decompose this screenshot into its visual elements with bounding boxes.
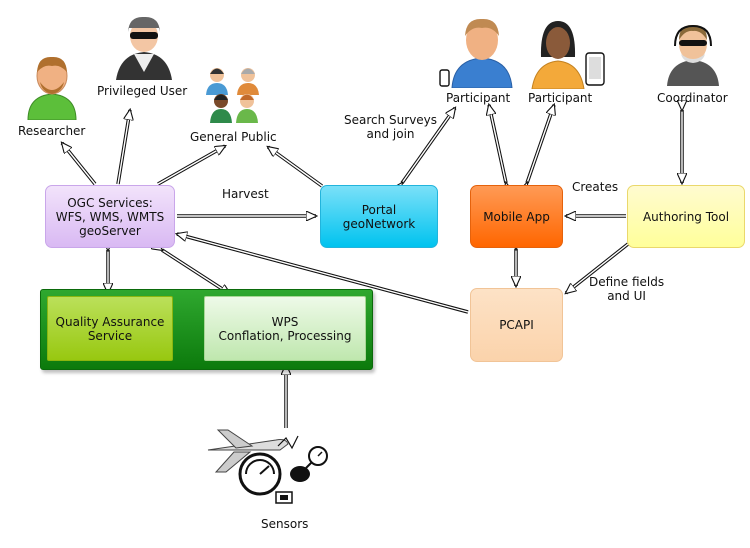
search-join-label: Search Surveys and join [344, 113, 437, 141]
participant-phone-icon [439, 18, 513, 88]
mobile-app-box[interactable]: Mobile App [470, 185, 563, 248]
define-fields-line-2: and UI [607, 289, 646, 303]
ogc-services-box[interactable]: OGC Services: WFS, WMS, WMTS geoServer [45, 185, 175, 248]
coordinator-icon [667, 24, 719, 86]
privileged-user-label: Privileged User [97, 84, 188, 98]
ogc-line-2: WFS, WMS, WMTS [55, 209, 165, 224]
define-fields-label: Define fields and UI [589, 275, 664, 303]
qa-line-2: Service [87, 328, 133, 343]
participant-1-label: Participant [446, 91, 511, 105]
researcher-icon [27, 56, 77, 120]
define-fields-line-1: Define fields [589, 275, 665, 289]
portal-box[interactable]: Portal geoNetwork [320, 185, 438, 248]
quality-assurance-box[interactable]: Quality Assurance Service [47, 296, 173, 361]
creates-label: Creates [572, 180, 619, 194]
wps-line-2: Conflation, Processing [218, 328, 352, 343]
wps-line-1: WPS [271, 314, 299, 329]
wps-box[interactable]: WPS Conflation, Processing [204, 296, 366, 361]
authoring-tool-box[interactable]: Authoring Tool [627, 185, 745, 248]
search-join-line-2: and join [366, 127, 415, 141]
pcapi-label: PCAPI [499, 318, 534, 332]
search-join-line-1: Search Surveys [344, 113, 438, 127]
privileged-user-icon [116, 16, 172, 80]
participant-2-label: Participant [528, 91, 593, 105]
harvest-label: Harvest [222, 187, 269, 201]
pcapi-box[interactable]: PCAPI [470, 288, 563, 362]
researcher-label: Researcher [18, 124, 86, 138]
portal-line-2: geoNetwork [342, 216, 416, 231]
mobile-label: Mobile App [483, 209, 550, 224]
sensors-label: Sensors [261, 517, 309, 531]
sensors-icon [207, 429, 328, 504]
participant-icon [531, 21, 605, 89]
portal-line-1: Portal [361, 202, 397, 217]
general-public-icon [206, 68, 259, 123]
ogc-line-3: geoServer [79, 223, 141, 238]
general-public-label: General Public [190, 130, 277, 144]
coordinator-label: Coordinator [657, 91, 728, 105]
qa-line-1: Quality Assurance [55, 314, 165, 329]
authoring-label: Authoring Tool [642, 209, 730, 224]
ogc-line-1: OGC Services: [67, 195, 153, 210]
